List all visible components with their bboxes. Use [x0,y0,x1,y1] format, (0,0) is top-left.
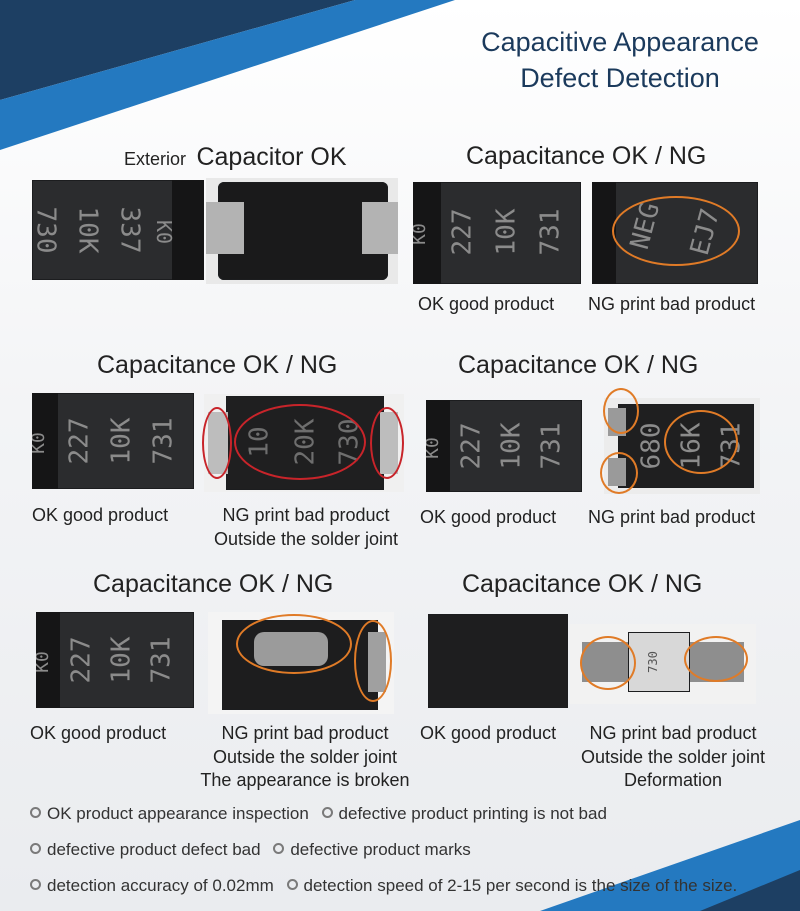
chip-mark: EJ7 [684,205,727,259]
s5-ng-label-2: Outside the solder joint [212,747,398,767]
bullet-dot-icon [30,843,41,854]
chip-mark: 10K [72,206,103,254]
chip-mark: 731 [146,636,177,684]
s4-ok-label: OK good product [420,507,557,527]
chip-mark: 730 [32,206,61,254]
s6-ok-label: OK good product [420,723,557,743]
s5-ng-label: NG print bad product [221,723,389,743]
feature-text: detection speed of 2-15 per second is th… [303,876,738,895]
chip-mark: 20K [290,418,321,466]
title-line-2: Defect Detection [520,63,720,93]
chip-ng-s3: 10 20K 730 [204,394,404,492]
section1-title: Capacitor OK [196,143,347,171]
chip-ng-s5 [208,612,394,714]
chip-mark: 680 [636,422,667,470]
chip-mark: 227 [456,422,487,470]
s3-ok-label: OK good product [32,505,169,525]
feature-line-3: detection accuracy of 0.02mm detection s… [30,876,737,896]
chip-ng-s6: 730 [570,624,756,704]
chip-ok-s4: K0 227 10K 731 [426,400,582,492]
chip-mark: K0 [426,437,443,459]
section4-heading: Capacitance OK / NG [458,351,699,379]
bullet-dot-icon [286,879,298,890]
s3-ng-label-2: Outside the solder joint [213,529,399,549]
chip-ng-s4: 680 16K 731 [604,398,760,494]
chip-ok-s3: K0 227 10K 731 [32,393,194,489]
bullet-dot-icon [30,807,41,818]
bullet-dot-icon [321,807,333,818]
chip-mark: K0 [36,651,53,673]
section3-heading: Capacitance OK / NG [97,351,338,379]
chip-ok-s5: K0 227 10K 731 [36,612,194,708]
s6-ng-label: NG print bad product [589,723,757,743]
feature-text: detection accuracy of 0.02mm [47,876,274,895]
chip-mark: K0 [152,219,177,245]
chip-mark: K0 [32,432,49,454]
chip-ng-s2: NEG EJ7 [592,182,758,284]
chip-mark: 10K [106,417,137,465]
s6-ng-label-3: Deformation [623,770,723,790]
chip-side-view [206,178,398,284]
bullet-dot-icon [273,843,285,854]
chip-mark: 10K [106,636,137,684]
chip-mark: 227 [66,636,97,684]
s3-ng-label: NG print bad product [222,505,390,525]
feature-text: defective product marks [290,840,471,859]
s5-ok-label: OK good product [30,723,167,743]
page-title: Capacitive Appearance Defect Detection [440,24,800,96]
section5-heading: Capacitance OK / NG [93,570,334,598]
chip-mark: 730 [645,651,660,673]
chip-mark: 10K [496,422,527,470]
chip-mark: 227 [64,417,95,465]
chip-mark: 731 [716,422,747,470]
chip-mark: 337 [114,206,145,254]
feature-line-1: OK product appearance inspection defecti… [30,804,607,824]
chip-ok-s2: K0 227 10K 731 [413,182,581,284]
s6-ng-label-2: Outside the solder joint [580,747,766,767]
chip-mark: 731 [535,208,566,256]
feature-text: defective product defect bad [47,840,261,859]
section6-heading: Capacitance OK / NG [462,570,703,598]
chip-mark: 10K [491,208,522,256]
feature-text: OK product appearance inspection [47,804,309,823]
chip-mark: K0 [413,223,430,245]
chip-mark: 730 [334,418,365,466]
chip-mark: 227 [447,208,478,256]
section1-heading: Exterior Capacitor OK [124,143,347,172]
chip-mark: 16K [676,422,707,470]
s2-ng-label: NG print bad product [588,294,756,314]
s2-ok-label: OK good product [418,294,555,314]
section1-prefix: Exterior [124,149,187,169]
chip-mark: NEG [624,199,667,253]
chip-ok-top: 730 10K 337 K0 [32,180,204,280]
chip-mark: 10 [244,426,275,458]
section2-heading: Capacitance OK / NG [466,142,707,170]
chip-ok-s6 [428,614,568,708]
chip-mark: 731 [148,417,179,465]
top-left-stripes [0,0,455,150]
s4-ng-label: NG print bad product [588,507,756,527]
feature-line-2: defective product defect bad defective p… [30,840,471,860]
title-line-1: Capacitive Appearance [481,27,759,57]
chip-mark: 731 [536,422,567,470]
bullet-dot-icon [30,879,41,890]
feature-text: defective product printing is not bad [338,804,607,823]
s5-ng-label-3: The appearance is broken [200,770,410,790]
